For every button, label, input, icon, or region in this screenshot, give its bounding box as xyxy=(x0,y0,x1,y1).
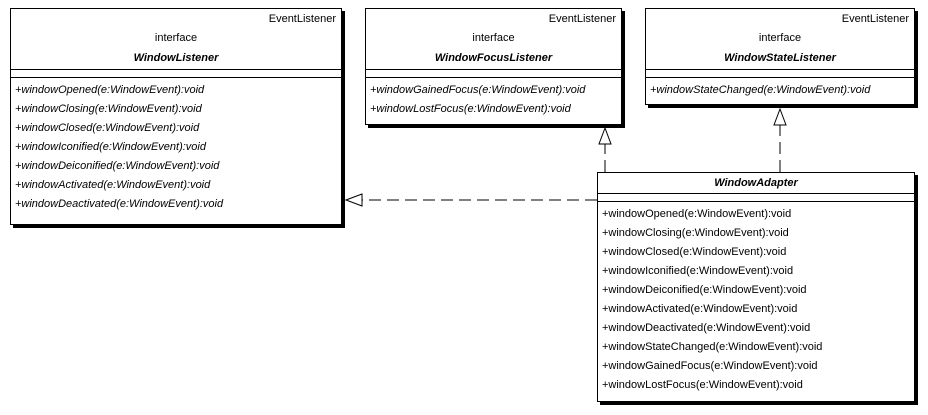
operation-window-opened: +windowOpened(e:WindowEvent):void xyxy=(602,208,792,220)
attributes-compartment xyxy=(646,70,914,78)
operation-window-gained-focus: +windowGainedFocus(e:WindowEvent):void xyxy=(602,360,818,372)
operation-window-closed: +windowClosed(e:WindowEvent):void xyxy=(602,246,787,258)
window-adapter-header: WindowAdapter xyxy=(598,173,914,194)
window-listener-header: EventListener interface WindowListener xyxy=(11,9,341,70)
window-focus-listener-header: EventListener interface WindowFocusListe… xyxy=(366,9,621,70)
interface-keyword: interface xyxy=(758,32,802,44)
operation-window-activated: +windowActivated(e:WindowEvent):void xyxy=(602,303,798,315)
operation-window-closing: +windowClosing(e:WindowEvent):void xyxy=(602,227,789,239)
window-focus-listener-title: WindowFocusListener xyxy=(434,52,553,64)
interface-keyword: interface xyxy=(154,32,198,44)
realization-arrowhead-window-listener xyxy=(344,193,363,207)
attributes-compartment xyxy=(598,194,914,202)
operation-window-lost-focus: +windowLostFocus(e:WindowEvent):void xyxy=(370,103,571,115)
operation-window-gained-focus: +windowGainedFocus(e:WindowEvent):void xyxy=(370,84,586,96)
window-adapter-title: WindowAdapter xyxy=(714,177,798,189)
window-state-listener-title: WindowStateListener xyxy=(724,52,836,64)
interface-keyword: interface xyxy=(472,32,515,44)
window-focus-listener-interface[interactable]: EventListener interface WindowFocusListe… xyxy=(365,8,622,125)
operation-window-lost-focus: +windowLostFocus(e:WindowEvent):void xyxy=(602,379,803,391)
operation-window-state-changed: +windowStateChanged(e:WindowEvent):void xyxy=(650,84,871,96)
operations-compartment: +windowGainedFocus(e:WindowEvent):void +… xyxy=(366,78,621,119)
operation-window-deactivated: +windowDeactivated(e:WindowEvent):void xyxy=(602,322,811,334)
window-adapter-class[interactable]: WindowAdapter +windowOpened(e:WindowEven… xyxy=(597,172,915,402)
operation-window-state-changed: +windowStateChanged(e:WindowEvent):void xyxy=(602,341,823,353)
stereotype-label: EventListener xyxy=(268,13,336,25)
operation-window-closed: +windowClosed(e:WindowEvent):void xyxy=(15,122,200,134)
operation-window-deiconified: +windowDeiconified(e:WindowEvent):void xyxy=(15,160,220,172)
operation-window-deactivated: +windowDeactivated(e:WindowEvent):void xyxy=(15,198,224,210)
operation-window-closing: +windowClosing(e:WindowEvent):void xyxy=(15,103,202,115)
realization-arrowhead-window-state-listener xyxy=(773,107,787,126)
attributes-compartment xyxy=(366,70,621,78)
operations-compartment: +windowOpened(e:WindowEvent):void +windo… xyxy=(598,202,914,395)
window-state-listener-header: EventListener interface WindowStateListe… xyxy=(646,9,914,70)
stereotype-label: EventListener xyxy=(548,13,616,25)
window-listener-interface[interactable]: EventListener interface WindowListener +… xyxy=(10,8,342,225)
operation-window-iconified: +windowIconified(e:WindowEvent):void xyxy=(15,141,206,153)
operation-window-deiconified: +windowDeiconified(e:WindowEvent):void xyxy=(602,284,807,296)
window-state-listener-interface[interactable]: EventListener interface WindowStateListe… xyxy=(645,8,915,105)
window-listener-title: WindowListener xyxy=(133,52,219,64)
operation-window-iconified: +windowIconified(e:WindowEvent):void xyxy=(602,265,794,277)
operation-window-opened: +windowOpened(e:WindowEvent):void xyxy=(15,84,205,96)
stereotype-label: EventListener xyxy=(841,13,909,25)
realization-arrowhead-window-focus-listener xyxy=(598,126,612,145)
attributes-compartment xyxy=(11,70,341,78)
operations-compartment: +windowStateChanged(e:WindowEvent):void xyxy=(646,78,914,100)
operation-window-activated: +windowActivated(e:WindowEvent):void xyxy=(15,179,211,191)
operations-compartment: +windowOpened(e:WindowEvent):void +windo… xyxy=(11,78,341,214)
